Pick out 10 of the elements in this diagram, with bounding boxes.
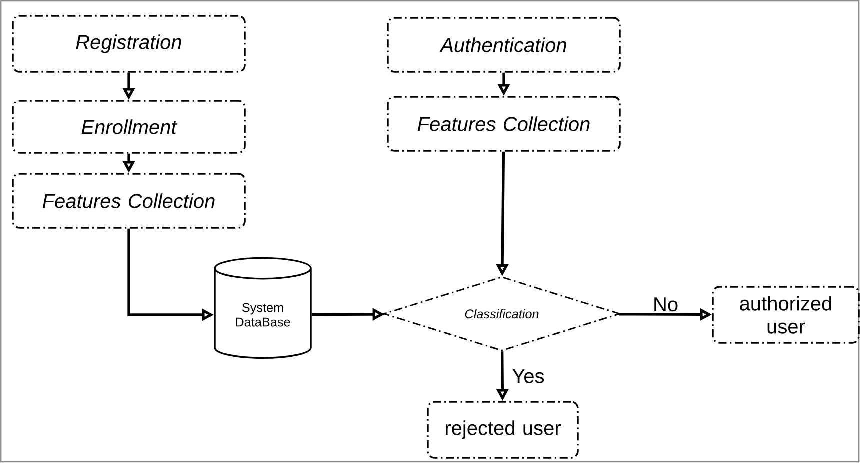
process-box: Enrollment	[12, 100, 246, 154]
process-box: Features Collection	[387, 96, 621, 152]
edge-label: No	[654, 298, 678, 312]
process-box: Features Collection	[12, 173, 246, 229]
database-cylinder: System DataBase	[214, 257, 312, 360]
edge-label: Yes	[512, 369, 544, 384]
process-box: Registration	[12, 15, 246, 73]
process-box: Authentication	[387, 17, 621, 73]
process-box: authorized user	[712, 286, 860, 344]
process-box: rejected user	[427, 401, 579, 459]
